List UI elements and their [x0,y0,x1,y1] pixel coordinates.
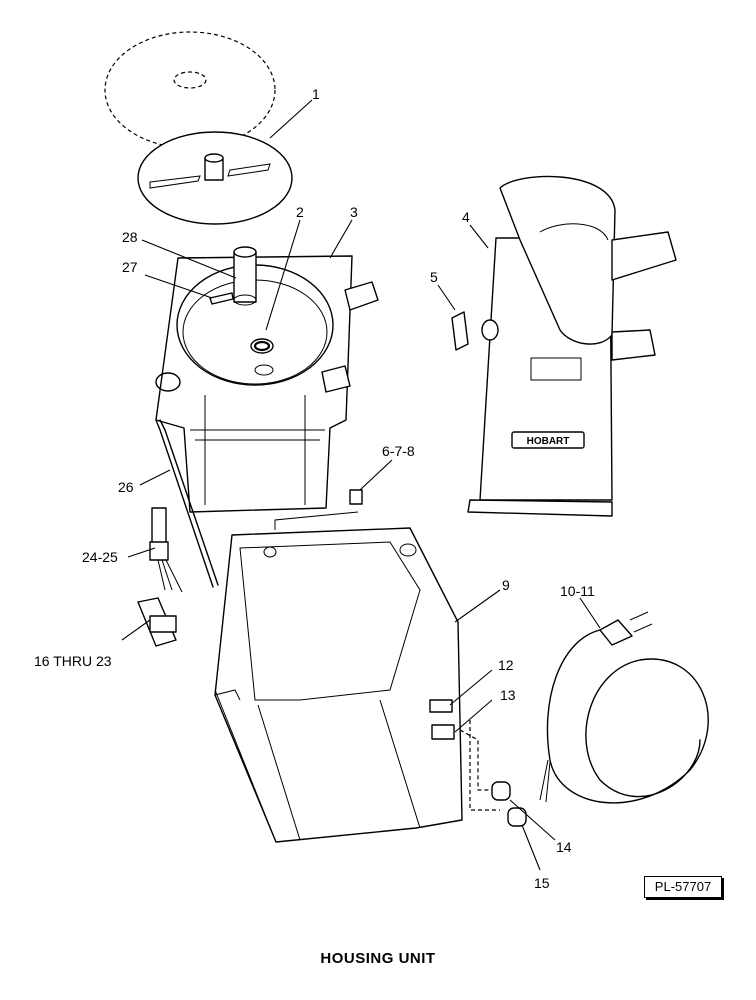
sleeve-part-5 [451,311,469,351]
callout-1: 1 [312,86,320,102]
callout-10-11: 10-11 [560,583,595,599]
callout-16-thru-23: 16 THRU 23 [34,653,112,669]
drawing-reference-code: PL-57707 [644,876,722,898]
callout-4: 4 [462,209,470,225]
callout-2: 2 [296,204,304,220]
callout-26: 26 [118,479,134,495]
callout-6-7-8: 6-7-8 [382,443,415,459]
chute-cover-part-4 [467,175,677,517]
hobart-plate: HOBART [527,436,570,447]
callout-15: 15 [534,875,550,891]
cabinet-part-9 [214,489,463,843]
slicing-disc-part-1 [104,31,293,225]
base-housing-part-3 [155,246,379,588]
callout-12: 12 [498,657,514,673]
leader-lines [121,99,601,871]
callout-27: 27 [122,259,138,275]
callout-3: 3 [350,204,358,220]
callout-labels: 1 2 3 4 5 6-7-8 9 10-11 12 13 14 15 16 T… [34,86,595,891]
callout-5: 5 [430,269,438,285]
callout-9: 9 [502,577,510,593]
callout-13: 13 [500,687,516,703]
callout-14: 14 [556,839,572,855]
power-cord-part-10-11 [539,611,709,804]
switch-part-16-23 [137,597,177,647]
callout-24-25: 24-25 [82,549,118,565]
plugs-parts-12-15 [429,699,527,827]
pin-part-24-25 [149,507,183,593]
diagram-title: HOUSING UNIT [320,950,436,967]
callout-28: 28 [122,229,138,245]
